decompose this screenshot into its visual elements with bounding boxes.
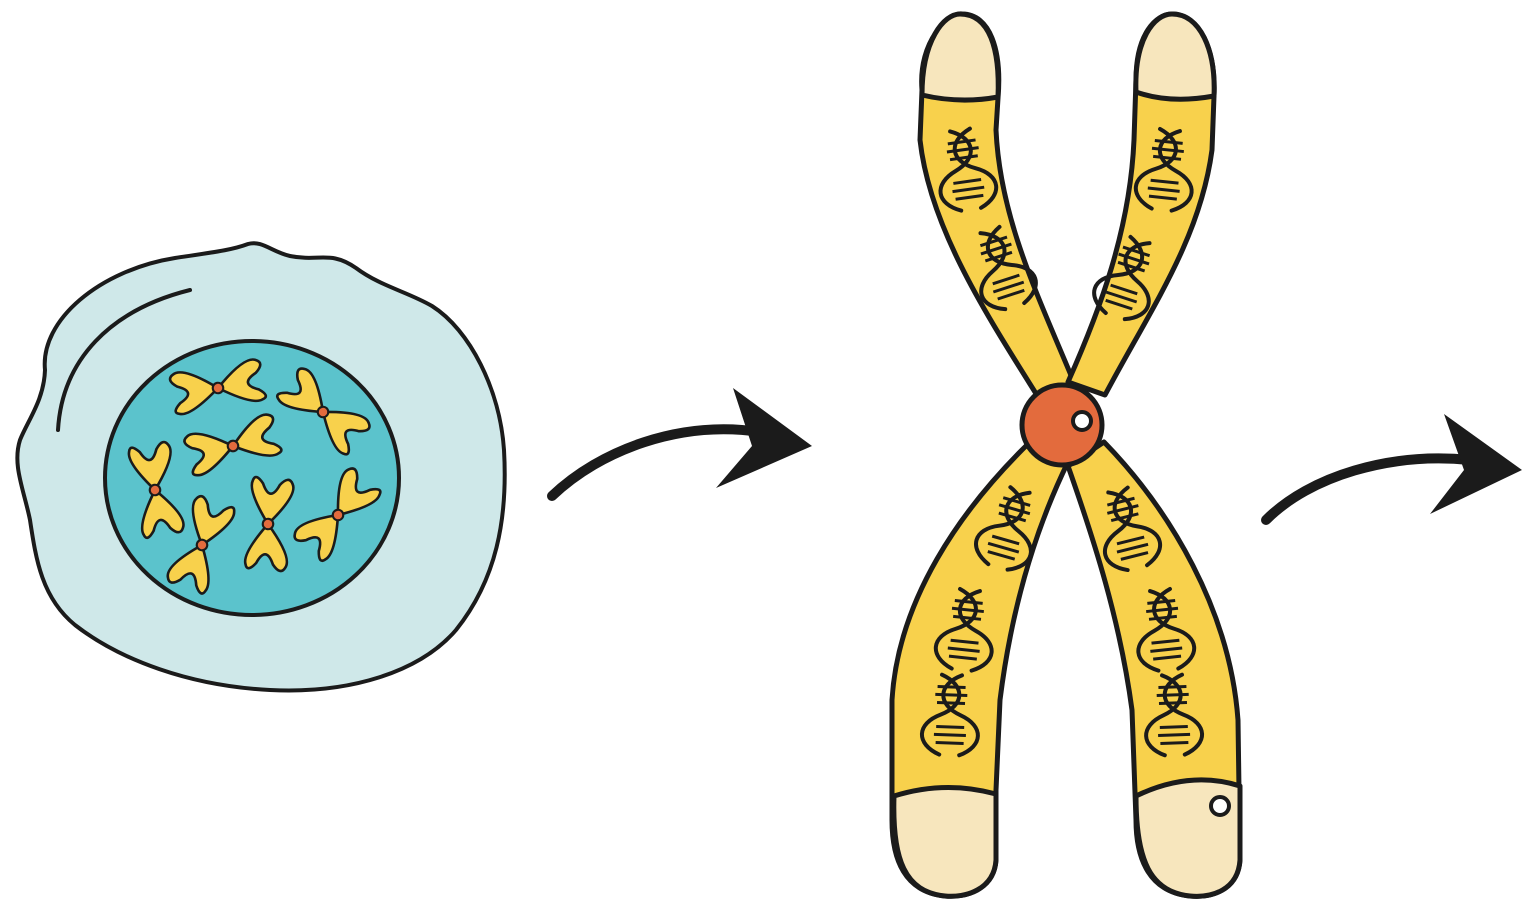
chromosome-arm-upper-left (920, 14, 1075, 400)
telomere-dot (1211, 797, 1229, 815)
arrow-right-icon (1266, 414, 1522, 520)
arrow-right-icon (552, 388, 812, 496)
cell-icon (17, 243, 504, 690)
chromosome-icon (892, 14, 1240, 896)
chromosome-arm-upper-right (1068, 14, 1214, 395)
centromere (1022, 385, 1102, 465)
